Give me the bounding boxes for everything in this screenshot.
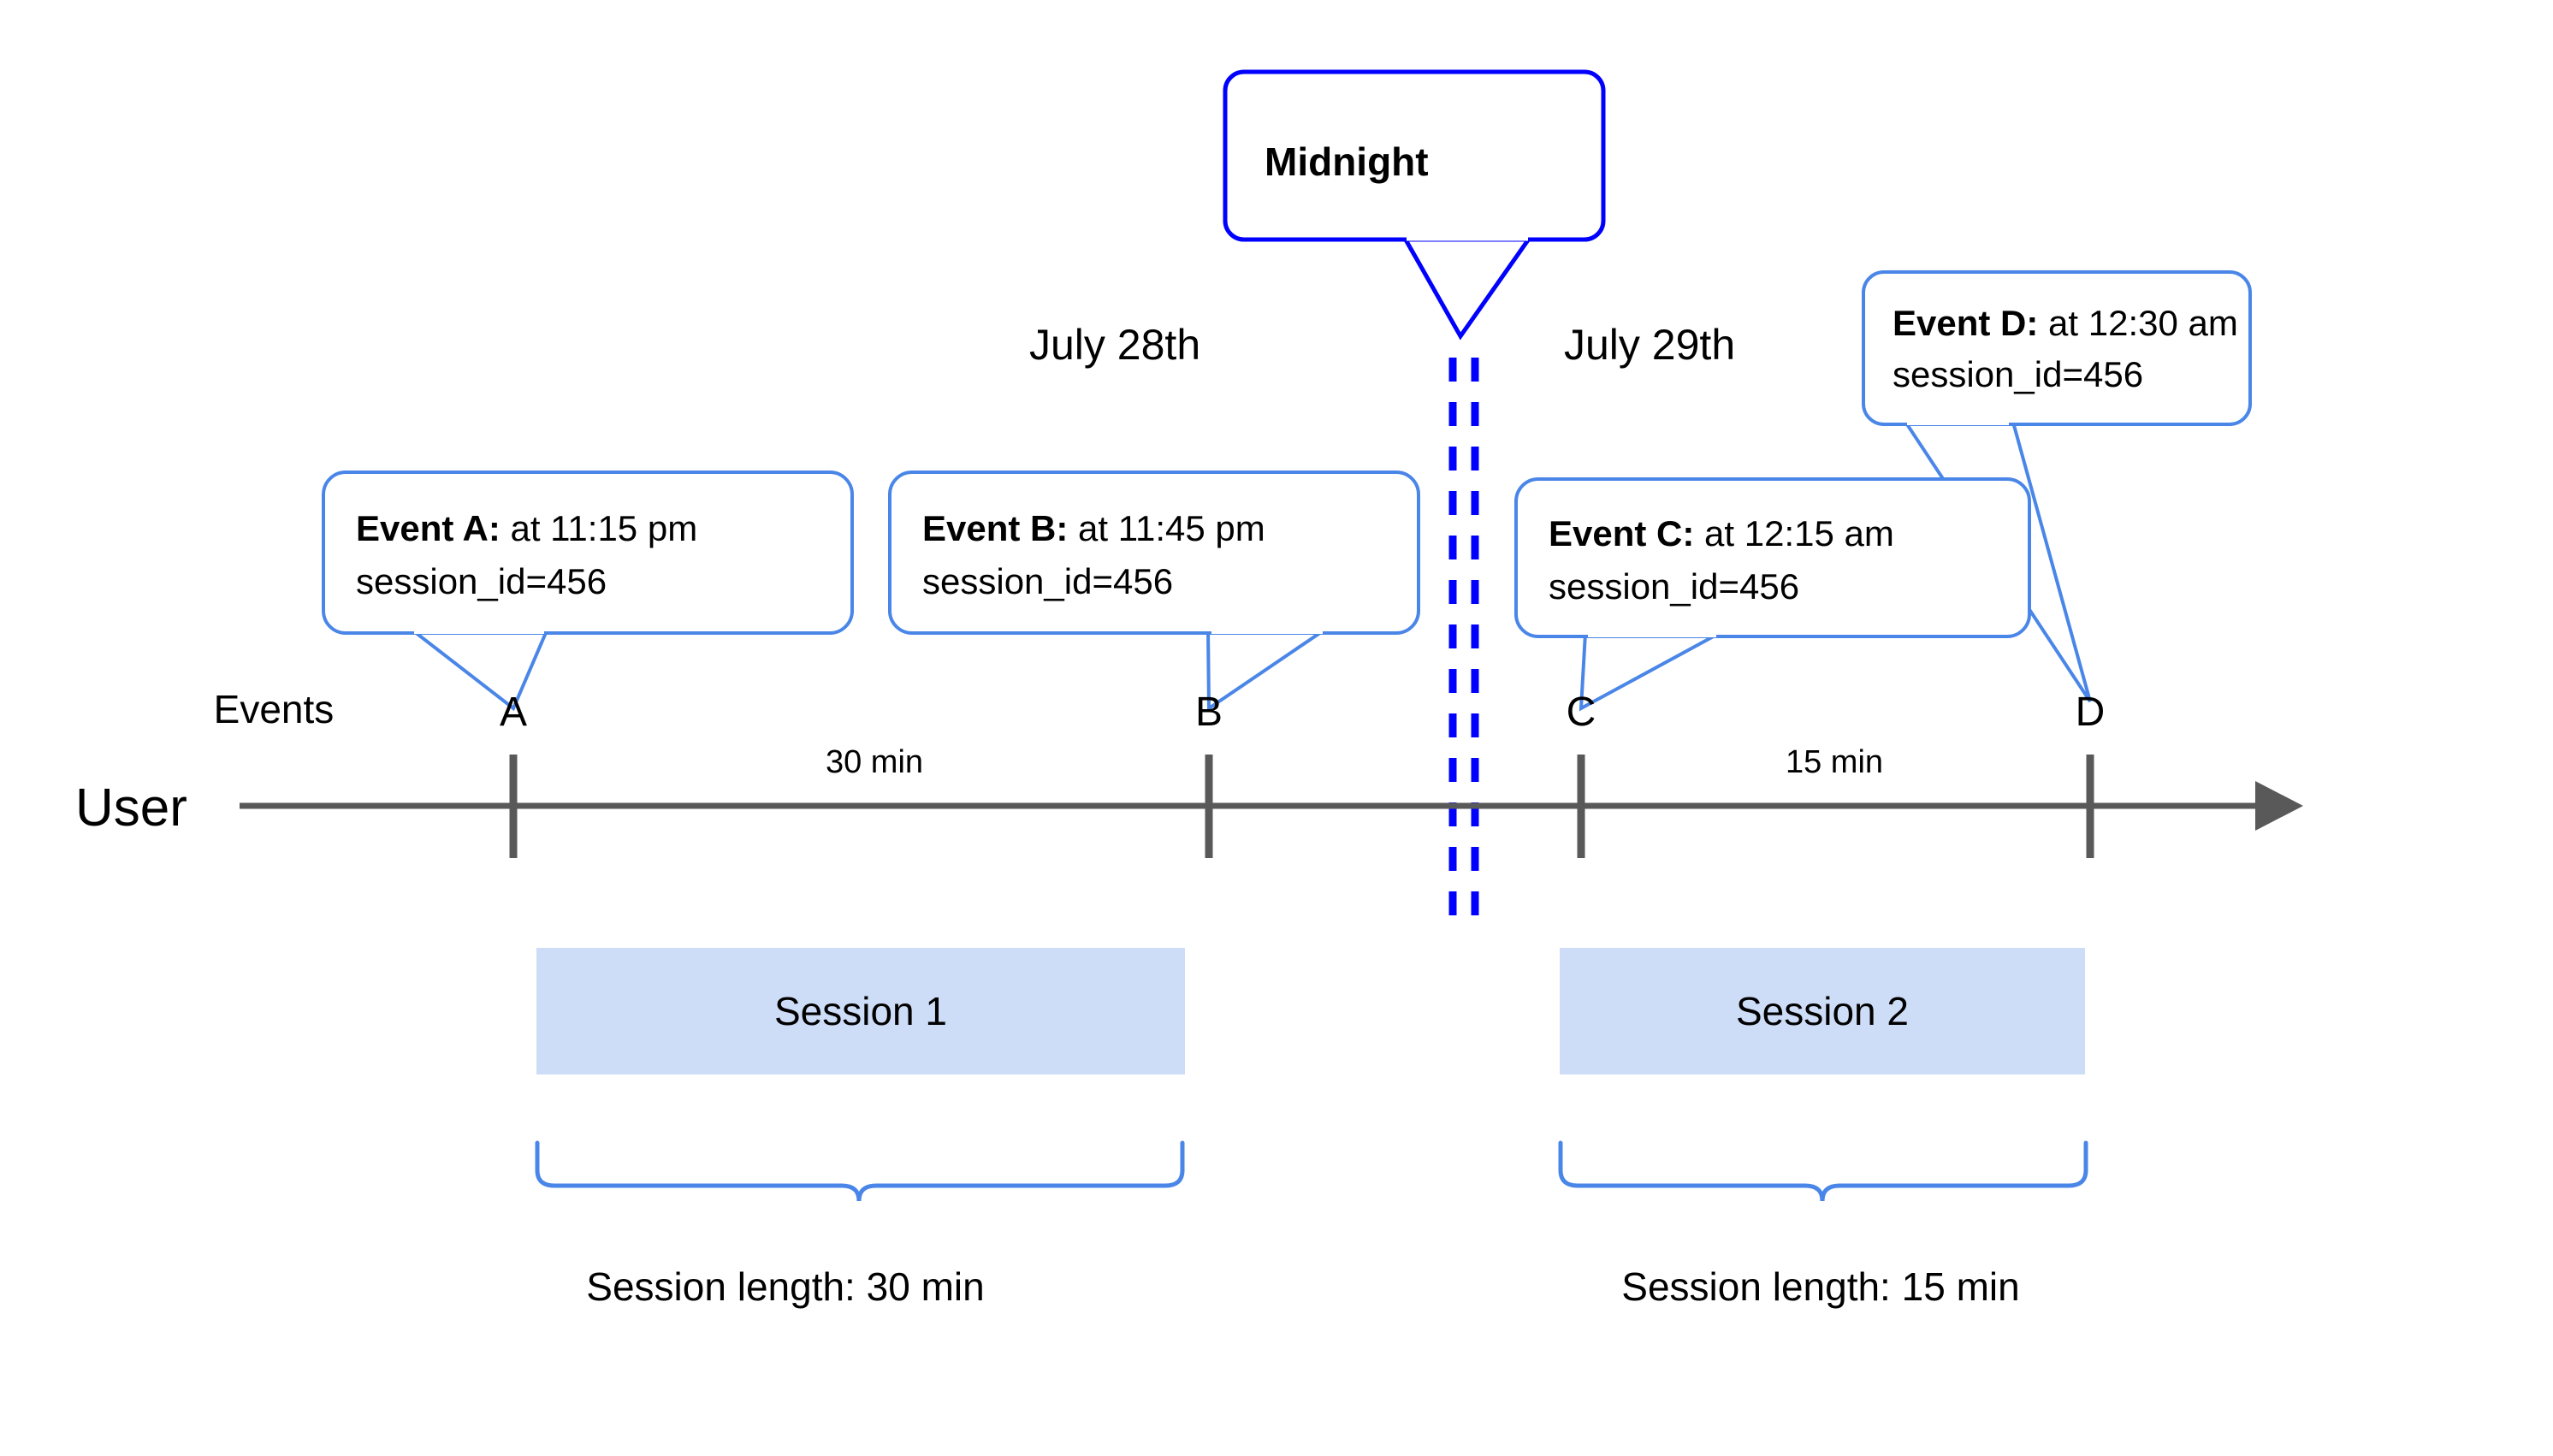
event-a-callout-box (322, 471, 854, 635)
event-c-time-text: at 12:15 am (1694, 513, 1893, 553)
event-letter-d: D (2076, 690, 2106, 735)
timeline-axis (240, 755, 2303, 858)
event-d-time-text: at 12:30 am (2038, 303, 2237, 343)
session-bar-2[interactable]: Session 2 (1560, 948, 2085, 1074)
session-1-brace (535, 1140, 1185, 1202)
session-1-label: Session 1 (774, 989, 947, 1033)
event-c-callout-line1: Event C: at 12:15 am (1549, 513, 1894, 553)
session-2-label: Session 2 (1736, 989, 1909, 1033)
event-b-callout-tail (1205, 627, 1332, 712)
midnight-callout-tail (1399, 233, 1536, 340)
event-a-bold-prefix: Event A: (356, 508, 501, 548)
event-d-bold-prefix: Event D: (1893, 303, 2038, 343)
midnight-callout[interactable]: Midnight (1223, 69, 1606, 340)
session-2-brace (1558, 1140, 2088, 1202)
event-letter-c: C (1567, 690, 1596, 735)
axis-arrow-head (2255, 781, 2303, 831)
midnight-dashed-lines (1448, 358, 1479, 928)
event-letter-a: A (500, 690, 527, 735)
date-label-july-29: July 29th (1564, 321, 1735, 369)
event-b-time-text: at 11:45 pm (1068, 508, 1265, 548)
event-c-bold-prefix: Event C: (1549, 513, 1694, 553)
midnight-callout-label: Midnight (1265, 139, 1429, 184)
session-2-length-label: Session length: 15 min (1621, 1264, 2019, 1309)
event-d-callout-line2: session_id=456 (1893, 354, 2143, 394)
user-row-label: User (75, 778, 187, 837)
event-b-callout-line2: session_id=456 (922, 561, 1173, 601)
date-label-july-28: July 28th (1029, 321, 1200, 369)
event-d-callout-line1: Event D: at 12:30 am (1893, 303, 2238, 343)
session-1-length-label: Session length: 30 min (586, 1264, 984, 1309)
session-2-rect (1560, 948, 2085, 1074)
gap-label-30min: 30 min (826, 744, 923, 780)
event-callout-a[interactable]: Event A: at 11:15 pm session_id=456 (322, 471, 854, 712)
gap-label-15min: 15 min (1786, 744, 1883, 780)
event-b-callout-line1: Event B: at 11:45 pm (922, 508, 1265, 548)
event-c-callout-line2: session_id=456 (1549, 566, 1799, 607)
session-bar-1[interactable]: Session 1 (536, 948, 1185, 1074)
event-c-callout-box (1514, 477, 2031, 638)
event-b-callout-box (888, 471, 1420, 635)
event-d-callout-box (1862, 270, 2252, 426)
event-callout-c[interactable]: Event C: at 12:15 am session_id=456 (1514, 477, 2031, 712)
events-row-label: Events (214, 687, 335, 731)
event-c-callout-tail (1579, 631, 1721, 712)
event-letter-b: B (1195, 690, 1223, 735)
event-callout-b[interactable]: Event B: at 11:45 pm session_id=456 (888, 471, 1420, 712)
event-b-bold-prefix: Event B: (922, 508, 1068, 548)
event-a-callout-line1: Event A: at 11:15 pm (356, 508, 697, 548)
session-1-rect (536, 948, 1185, 1074)
event-a-time-text: at 11:15 pm (501, 508, 697, 548)
event-a-callout-line2: session_id=456 (356, 561, 607, 601)
